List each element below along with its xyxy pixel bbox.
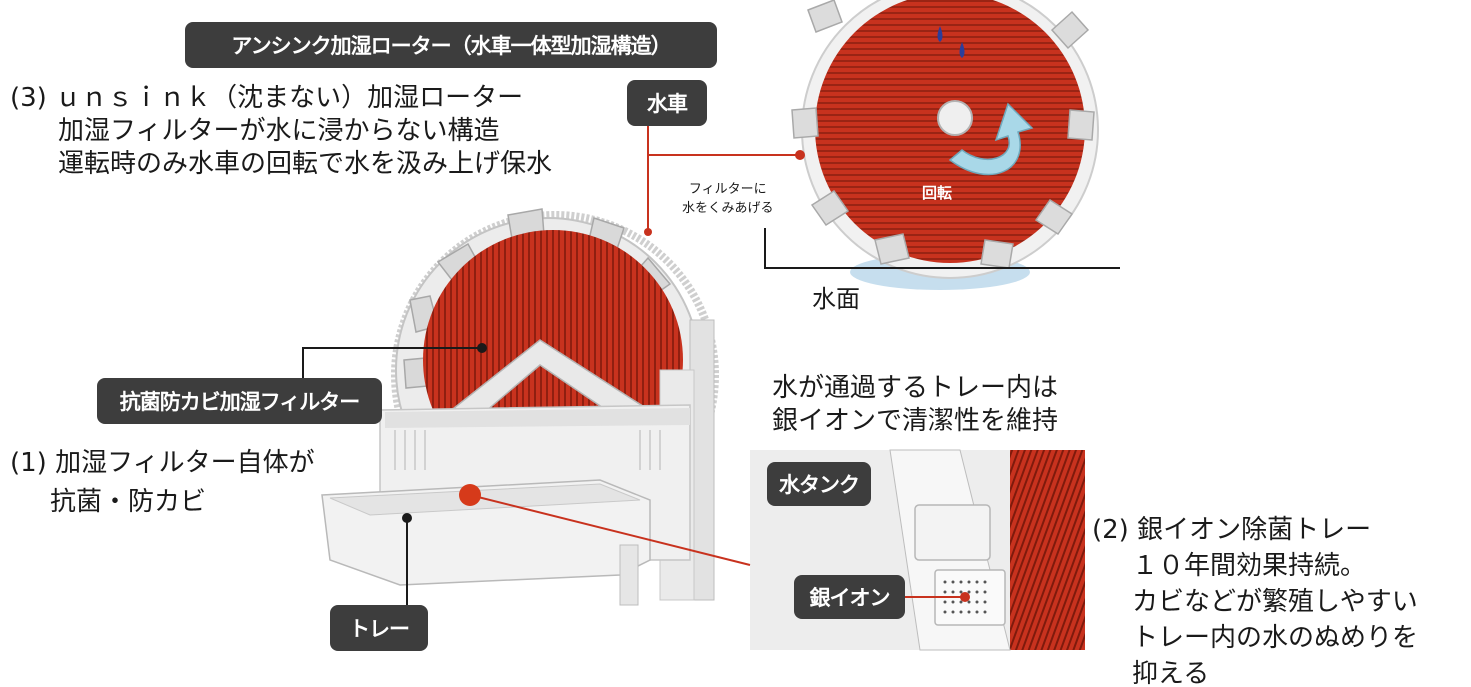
axle-hub <box>937 100 973 136</box>
silver-tray-note-line5: 抑える <box>1132 659 1210 687</box>
rotation-label: 回転 <box>922 184 953 202</box>
silver-tray-note-line3: カビなどが繁殖しやすい <box>1132 587 1418 617</box>
antibacterial-note-line2: 抗菌・防カビ <box>50 487 207 517</box>
tray-inside-note-line2: 銀イオンで清潔性を維持 <box>772 406 1059 436</box>
waterwheel-tag: 水車 <box>627 80 707 126</box>
tray-inside-note: 水が通過するトレー内は 銀イオンで清潔性を維持 <box>772 372 1058 438</box>
unsink-note: (3) ｕｎｓｉｎｋ（沈まない）加湿ローター 加湿フィルターが水に浸からない構造… <box>10 82 552 181</box>
water-drop-icon <box>959 42 965 58</box>
leader-waterwheel-main <box>647 124 665 232</box>
silver-tray-note: (2) 銀イオン除菌トレー １０年間効果持続。 カビなどが繁殖しやすい トレー内… <box>1092 512 1418 687</box>
scoop-caption-line2: 水をくみあげる <box>682 201 774 216</box>
scoop-caption: フィルターに 水をくみあげる <box>682 180 774 218</box>
filter-tag: 抗菌防カビ加湿フィルター <box>97 378 382 424</box>
closeup-filter <box>1010 450 1085 650</box>
scoop-caption-line1: フィルターに <box>688 182 767 197</box>
leader-filter <box>302 347 482 378</box>
detail-paddles <box>791 0 1095 269</box>
silver-tray-note-line2: １０年間効果持続。 <box>1132 551 1367 581</box>
rotation-arrow <box>948 102 1034 176</box>
water-tank-tag: 水タンク <box>767 462 871 506</box>
water-surface-label: 水面 <box>812 285 860 313</box>
silver-tray-note-line4: トレー内の水のぬめりを <box>1132 623 1419 653</box>
silver-ion-tag: 銀イオン <box>794 575 905 619</box>
leader-water-surface <box>764 228 1120 269</box>
leader-closeup <box>469 494 751 566</box>
humidifier-unit <box>321 208 719 606</box>
tray-compartment <box>914 504 991 561</box>
leader-dots <box>402 150 970 602</box>
waterwheel-detail <box>791 0 1099 290</box>
unsink-note-line2: 加湿フィルターが水に浸からない構造 <box>58 116 500 146</box>
antibacterial-note-line1: (1) 加湿フィルター自体が <box>10 448 315 478</box>
unsink-note-line1: (3) ｕｎｓｉｎｋ（沈まない）加湿ローター <box>10 83 524 113</box>
tray-tag: トレー <box>330 605 428 651</box>
tray-inside-note-line1: 水が通過するトレー内は <box>772 373 1059 403</box>
silver-tray-note-line1: (2) 銀イオン除菌トレー <box>1092 515 1372 545</box>
unsink-note-line3: 運転時のみ水車の回転で水を汲み上げ保水 <box>58 149 553 179</box>
rotor-title-tag: アンシンク加湿ローター（水車一体型加湿構造） <box>185 22 717 68</box>
antibacterial-note: (1) 加湿フィルター自体が 抗菌・防カビ <box>10 447 315 519</box>
water-drop-icon <box>937 26 943 42</box>
